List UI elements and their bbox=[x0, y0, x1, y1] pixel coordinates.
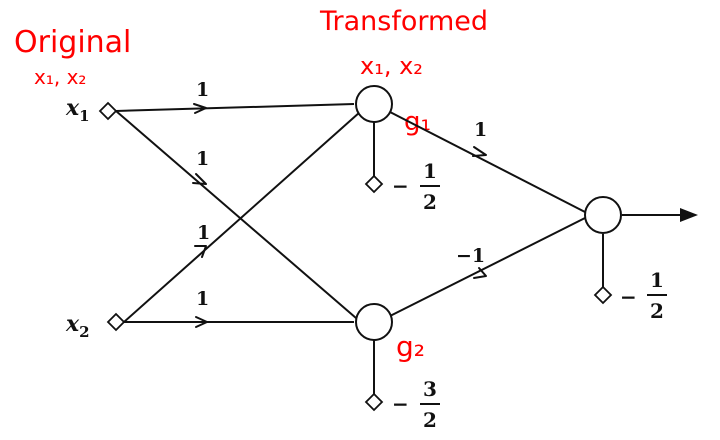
svg-text:2: 2 bbox=[650, 299, 664, 323]
annotation-g2: g₂ bbox=[396, 330, 425, 363]
neuron-g1 bbox=[355, 85, 393, 123]
edge-x2-h2: 1 bbox=[124, 288, 354, 328]
input-label-x1: x1 bbox=[65, 95, 90, 125]
input-label-x2: x2 bbox=[65, 311, 90, 341]
annotation-transformed: Transformed x₁, x₂ bbox=[319, 6, 488, 80]
svg-text:−: − bbox=[392, 392, 409, 416]
input-node-x1: x1 bbox=[65, 95, 118, 125]
edge-x2-h1: 1 bbox=[123, 111, 361, 323]
svg-text:1: 1 bbox=[650, 268, 664, 292]
neuron-output bbox=[584, 196, 622, 234]
hidden-node-g2: − 3 2 bbox=[355, 303, 440, 432]
bias-value-g1: − 1 2 bbox=[392, 159, 440, 214]
neuron-g2 bbox=[355, 303, 393, 341]
output-arrow bbox=[622, 208, 698, 222]
bias-diamond-g2 bbox=[364, 392, 384, 412]
annotation-transformed-title: Transformed bbox=[319, 6, 488, 37]
svg-text:2: 2 bbox=[423, 408, 437, 432]
bias-value-g2: − 3 2 bbox=[392, 377, 440, 432]
svg-text:−: − bbox=[620, 285, 637, 309]
weight-x1-h2: 1 bbox=[196, 148, 209, 170]
hidden-node-g1: − 1 2 bbox=[355, 85, 440, 214]
output-node: − 1 2 bbox=[584, 196, 667, 323]
edge-x1-h1: 1 bbox=[115, 79, 355, 114]
input-diamond-x1 bbox=[98, 101, 118, 121]
svg-text:3: 3 bbox=[423, 377, 437, 401]
input-diamond-x2 bbox=[106, 312, 126, 332]
bias-diamond-output bbox=[593, 285, 613, 305]
svg-text:2: 2 bbox=[423, 190, 437, 214]
annotation-transformed-sub: x₁, x₂ bbox=[360, 52, 423, 80]
weight-x2-h2: 1 bbox=[196, 288, 209, 310]
weight-x1-h1: 1 bbox=[196, 79, 209, 101]
input-node-x2: x2 bbox=[65, 311, 126, 341]
annotation-original-sub: x₁, x₂ bbox=[34, 65, 86, 89]
weight-h2-out: −1 bbox=[456, 245, 485, 267]
edge-h1-out: 1 bbox=[389, 111, 586, 213]
annotation-original: Original x₁, x₂ bbox=[14, 25, 131, 89]
weight-h1-out: 1 bbox=[474, 119, 487, 141]
bias-value-output: − 1 2 bbox=[620, 268, 667, 323]
bias-diamond-g1 bbox=[364, 174, 384, 194]
annotation-original-title: Original bbox=[14, 25, 131, 60]
weight-x2-h1: 1 bbox=[197, 222, 210, 244]
edge-x1-h2: 1 bbox=[115, 110, 357, 319]
edge-h2-out: −1 bbox=[389, 217, 586, 317]
output-arrowhead bbox=[680, 208, 698, 222]
svg-text:1: 1 bbox=[423, 159, 437, 183]
svg-text:−: − bbox=[392, 174, 409, 198]
